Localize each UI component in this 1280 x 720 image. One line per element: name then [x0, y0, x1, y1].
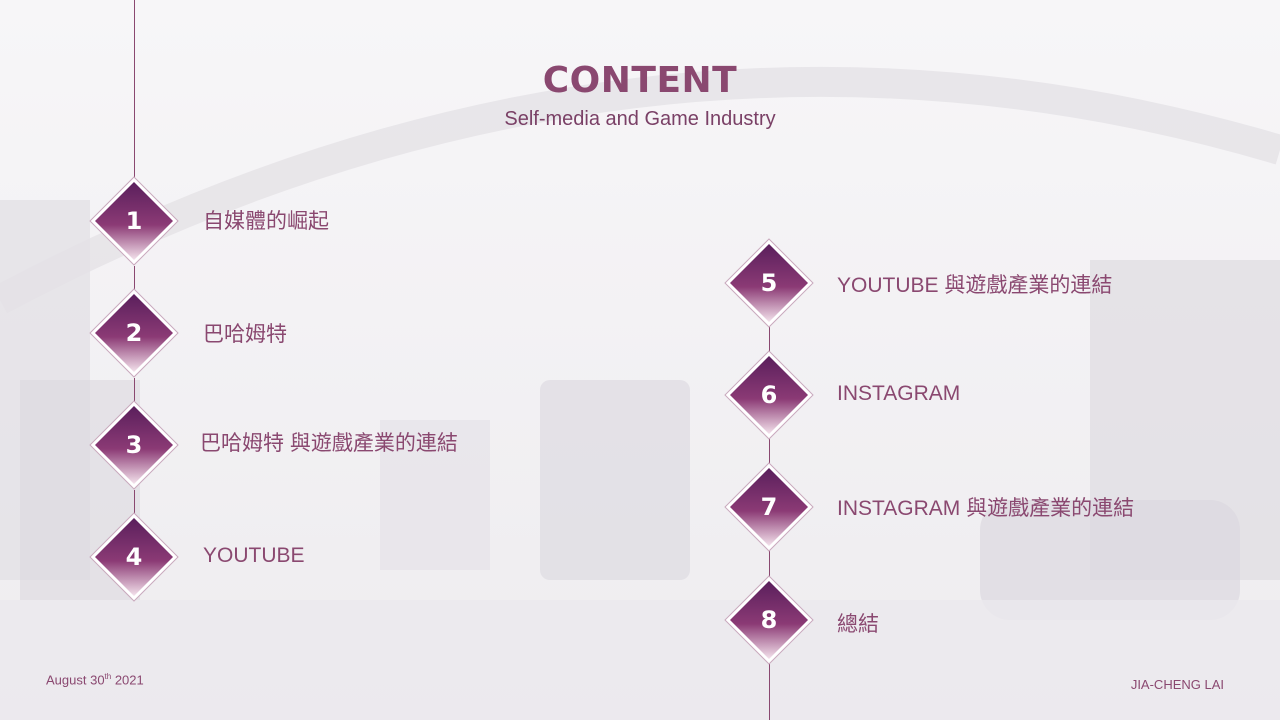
toc-number: 7	[760, 493, 778, 521]
timeline-line-right	[769, 327, 770, 353]
toc-item-8-label: 總結	[837, 613, 879, 636]
toc-item-5-label: YOUTUBE 與遊戲產業的連結	[837, 274, 1113, 297]
footer-date-ordinal: th	[104, 672, 112, 681]
toc-item-4-marker: 4	[89, 512, 179, 602]
diamond-icon	[89, 288, 179, 378]
toc-item-1-marker: 1	[89, 176, 179, 266]
toc-number: 5	[760, 269, 778, 297]
toc-item-2-marker: 2	[89, 288, 179, 378]
toc-number: 1	[125, 207, 143, 235]
toc-item-6-label: INSTAGRAM	[837, 382, 961, 405]
toc-item-7-marker: 7	[724, 462, 814, 552]
timeline-line-right	[769, 551, 770, 577]
toc-item-1-label: 自媒體的崛起	[203, 210, 329, 233]
page-subtitle: Self-media and Game Industry	[504, 108, 776, 130]
timeline-line-right	[769, 439, 770, 465]
toc-item-3-marker: 3	[89, 400, 179, 490]
toc-number: 6	[760, 381, 778, 409]
diamond-icon	[724, 238, 814, 328]
diamond-icon	[89, 400, 179, 490]
toc-number: 2	[125, 319, 143, 347]
diamond-icon	[724, 575, 814, 665]
diamond-icon	[724, 350, 814, 440]
toc-item-5-marker: 5	[724, 238, 814, 328]
footer-author: JIA-CHENG LAI	[1130, 677, 1224, 692]
toc-number: 4	[125, 543, 143, 571]
toc-item-4-label: YOUTUBE	[203, 544, 305, 567]
timeline-line-left	[134, 490, 135, 514]
diamond-icon	[724, 462, 814, 552]
toc-item-7-label: INSTAGRAM 與遊戲產業的連結	[837, 497, 1135, 520]
timeline-line-left	[134, 266, 135, 290]
diamond-icon	[89, 512, 179, 602]
footer-date: August 30th 2021	[46, 672, 144, 687]
toc-number: 3	[125, 431, 143, 459]
timeline-line-left	[134, 378, 135, 402]
footer-date-year: 2021	[111, 672, 144, 688]
page-title: CONTENT	[542, 60, 738, 101]
toc-number: 8	[760, 606, 778, 634]
toc-item-2-label: 巴哈姆特	[203, 323, 287, 346]
toc-item-6-marker: 6	[724, 350, 814, 440]
footer-date-month-day: August 30	[46, 672, 105, 688]
timeline-line-right	[769, 664, 770, 720]
timeline-line-left	[134, 0, 135, 178]
toc-item-8-marker: 8	[724, 575, 814, 665]
diamond-icon	[89, 176, 179, 266]
toc-item-3-label: 巴哈姆特 與遊戲產業的連結	[200, 432, 458, 455]
